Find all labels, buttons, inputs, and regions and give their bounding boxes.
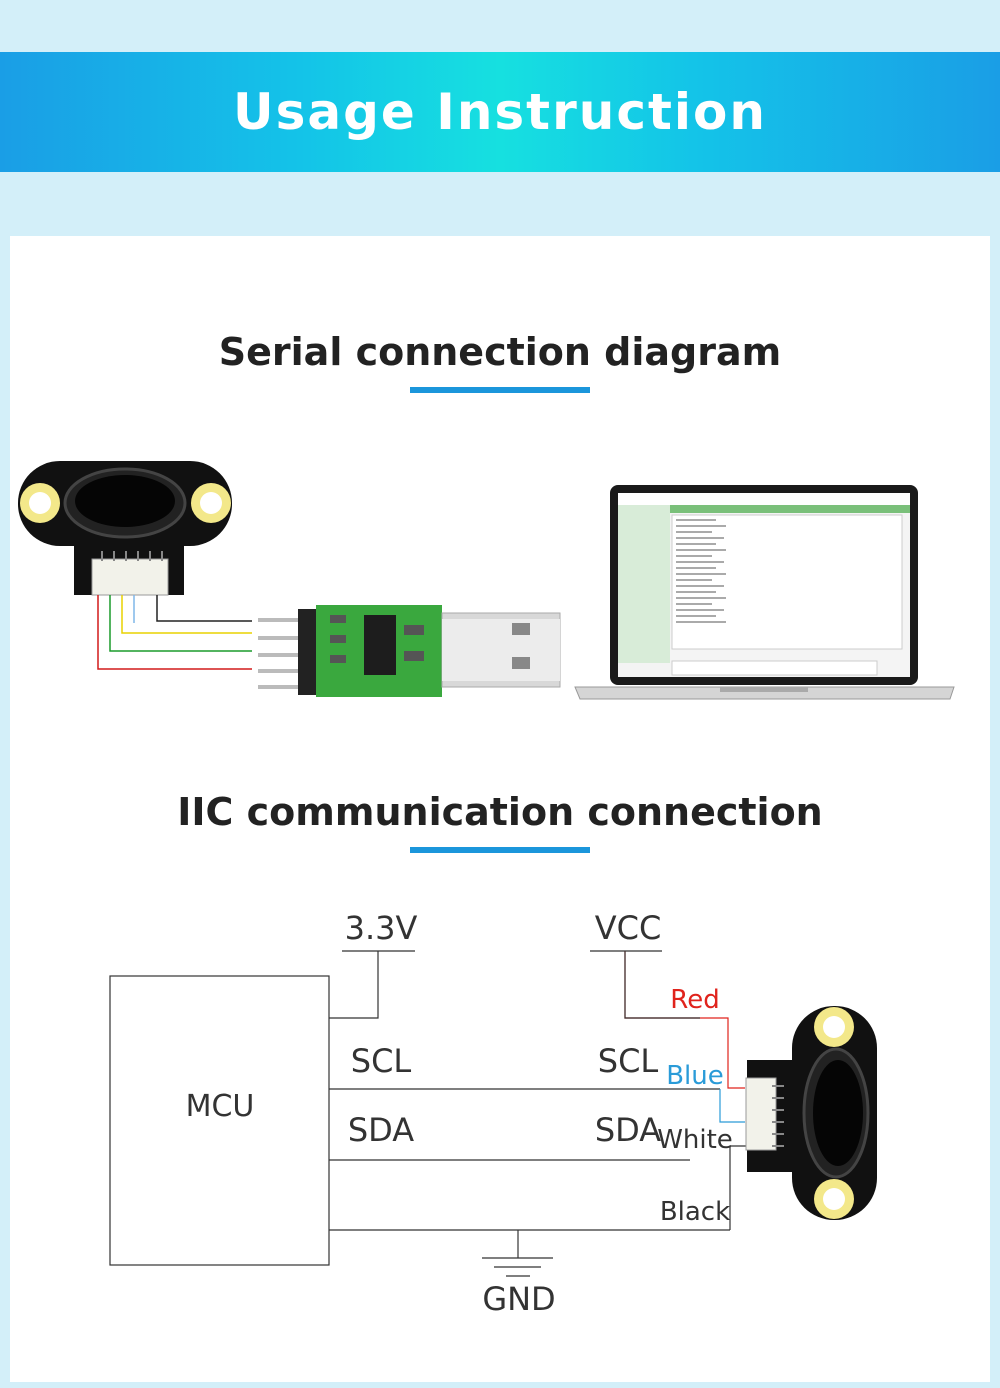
- v33-label: 3.3V: [345, 909, 418, 947]
- iic-title-underline: [410, 847, 590, 853]
- wire-blue-label: Blue: [666, 1061, 724, 1091]
- scl-right-label: SCL: [598, 1042, 659, 1080]
- header-banner: Usage Instruction: [0, 52, 1000, 172]
- serial-diagram: [18, 461, 955, 700]
- serial-section-title: Serial connection diagram: [218, 330, 782, 374]
- banner-title: Usage Instruction: [233, 83, 767, 141]
- scl-left-label: SCL: [351, 1042, 412, 1080]
- sensor-module-icon: [18, 461, 232, 596]
- mcu-box: [109, 975, 330, 1266]
- vcc-label: VCC: [595, 909, 662, 947]
- serial-title-underline: [410, 387, 590, 393]
- wire-black-label: Black: [660, 1197, 730, 1227]
- iic-diagram: MCU 3.3V VCC SCL SCL SDA SDA GND Red Blu…: [109, 909, 877, 1318]
- gnd-label: GND: [482, 1280, 555, 1318]
- sensor-module-vertical-icon: [745, 1006, 877, 1220]
- usb-ttl-adapter-icon: [258, 605, 561, 697]
- laptop-icon: [574, 485, 955, 700]
- sda-right-label: SDA: [595, 1111, 661, 1149]
- wire-white-label: White: [657, 1125, 733, 1155]
- serial-wires: [97, 595, 252, 670]
- iic-section-title: IIC communication connection: [177, 790, 823, 834]
- mcu-label: MCU: [186, 1089, 255, 1124]
- sda-left-label: SDA: [348, 1111, 414, 1149]
- wire-red-label: Red: [670, 985, 719, 1015]
